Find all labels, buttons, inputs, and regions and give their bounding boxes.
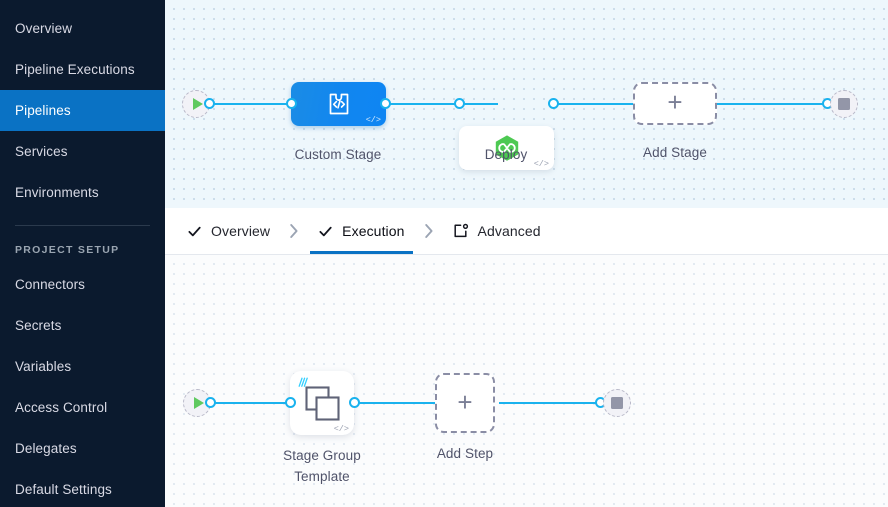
- sidebar-item-label: Pipeline Executions: [15, 62, 135, 77]
- port-step-start-out[interactable]: [205, 397, 216, 408]
- add-step-label: Add Step: [436, 446, 494, 461]
- tab-separator: [278, 222, 310, 240]
- code-badge: </>: [533, 158, 549, 169]
- sidebar-item-label: Connectors: [15, 277, 86, 292]
- stage-node-deploy[interactable]: </>: [459, 126, 554, 170]
- sidebar-item-label: Default Settings: [15, 482, 112, 497]
- sidebar-item-label: Variables: [15, 359, 72, 374]
- tab-advanced[interactable]: Advanced: [445, 208, 549, 254]
- template-marker-icon: [298, 377, 308, 387]
- port-custom-out[interactable]: [380, 98, 391, 109]
- code-badge: </>: [365, 114, 381, 125]
- sidebar-item-label: Services: [15, 144, 68, 159]
- sidebar-item-label: Environments: [15, 185, 99, 200]
- step-graph-pane[interactable]: </> Stage Group Template + Add Step: [165, 255, 888, 507]
- sidebar-divider: [15, 225, 150, 226]
- play-icon: [192, 98, 203, 110]
- check-icon: [319, 226, 332, 236]
- sidebar-item-label: Access Control: [15, 400, 108, 415]
- code-badge: </>: [333, 423, 349, 434]
- sidebar-item-access-control[interactable]: Access Control: [0, 387, 165, 428]
- add-stage-button[interactable]: +: [633, 82, 717, 125]
- sidebar-item-connectors[interactable]: Connectors: [0, 264, 165, 305]
- stage-label-deploy: Deploy: [484, 147, 528, 162]
- play-icon: [193, 397, 204, 409]
- port-deploy-out[interactable]: [548, 98, 559, 109]
- sidebar-item-label: Overview: [15, 21, 73, 36]
- port-template-out[interactable]: [349, 397, 360, 408]
- tab-label: Advanced: [477, 223, 541, 239]
- sidebar-item-label: Pipelines: [15, 103, 71, 118]
- port-template-in[interactable]: [285, 397, 296, 408]
- stage-stop-node[interactable]: [830, 90, 858, 118]
- port-custom-in[interactable]: [286, 98, 297, 109]
- add-stage-label: Add Stage: [643, 145, 707, 160]
- step-node-stage-group-template[interactable]: </>: [290, 371, 354, 435]
- chevron-right-icon: [290, 224, 298, 238]
- tab-separator: [413, 222, 445, 240]
- sidebar-item-variables[interactable]: Variables: [0, 346, 165, 387]
- sidebar-item-environments[interactable]: Environments: [0, 172, 165, 213]
- stage-graph-pane[interactable]: </> Custom Stage </> Deploy + Add Stage: [165, 0, 888, 208]
- sidebar-item-pipelines[interactable]: Pipelines: [0, 90, 165, 131]
- sidebar-item-default-settings[interactable]: Default Settings: [0, 469, 165, 507]
- stop-icon: [838, 98, 850, 110]
- sidebar-item-label: Secrets: [15, 318, 62, 333]
- plus-icon: +: [667, 87, 683, 117]
- sidebar-item-delegates[interactable]: Delegates: [0, 428, 165, 469]
- sidebar-section-project-setup: PROJECT SETUP: [15, 244, 120, 256]
- pipeline-tab-bar: Overview Execution: [165, 208, 888, 255]
- sidebar-item-label: Delegates: [15, 441, 77, 456]
- stage-node-custom-stage[interactable]: </>: [291, 82, 386, 126]
- tab-label: Execution: [342, 223, 405, 239]
- connector-start-to-template: [200, 402, 308, 404]
- advanced-icon: [453, 223, 468, 238]
- step-stop-node[interactable]: [603, 389, 631, 417]
- tab-active-underline: [310, 251, 413, 254]
- tab-execution[interactable]: Execution: [310, 208, 413, 254]
- connector-add-to-stop: [499, 402, 599, 404]
- stage-group-template-icon: [305, 386, 340, 421]
- connector-add-to-stop: [715, 103, 827, 105]
- pipeline-canvas: </> Custom Stage </> Deploy + Add Stage: [165, 0, 888, 507]
- plus-icon: +: [457, 386, 473, 417]
- chevron-right-icon: [424, 224, 433, 238]
- custom-stage-icon: [329, 93, 348, 115]
- port-start-out[interactable]: [204, 98, 215, 109]
- sidebar-item-overview[interactable]: Overview: [0, 8, 165, 49]
- stop-icon: [611, 397, 623, 409]
- tab-label: Overview: [211, 223, 271, 239]
- port-deploy-in[interactable]: [454, 98, 465, 109]
- check-icon: [188, 226, 201, 236]
- sidebar: Overview Pipeline Executions Pipelines S…: [0, 0, 165, 507]
- connector-template-to-add: [355, 402, 463, 404]
- deploy-cd-icon: [495, 135, 518, 161]
- tab-overview[interactable]: Overview: [179, 208, 278, 254]
- connector-start-to-custom: [199, 103, 309, 105]
- connector-custom-to-deploy: [385, 103, 498, 105]
- step-label-stage-group-template: Stage Group Template: [283, 448, 361, 484]
- stage-label-custom-stage: Custom Stage: [294, 147, 382, 162]
- sidebar-item-secrets[interactable]: Secrets: [0, 305, 165, 346]
- sidebar-item-pipeline-executions[interactable]: Pipeline Executions: [0, 49, 165, 90]
- sidebar-item-services[interactable]: Services: [0, 131, 165, 172]
- connector-deploy-to-add: [553, 103, 661, 105]
- add-step-button[interactable]: +: [435, 373, 495, 433]
